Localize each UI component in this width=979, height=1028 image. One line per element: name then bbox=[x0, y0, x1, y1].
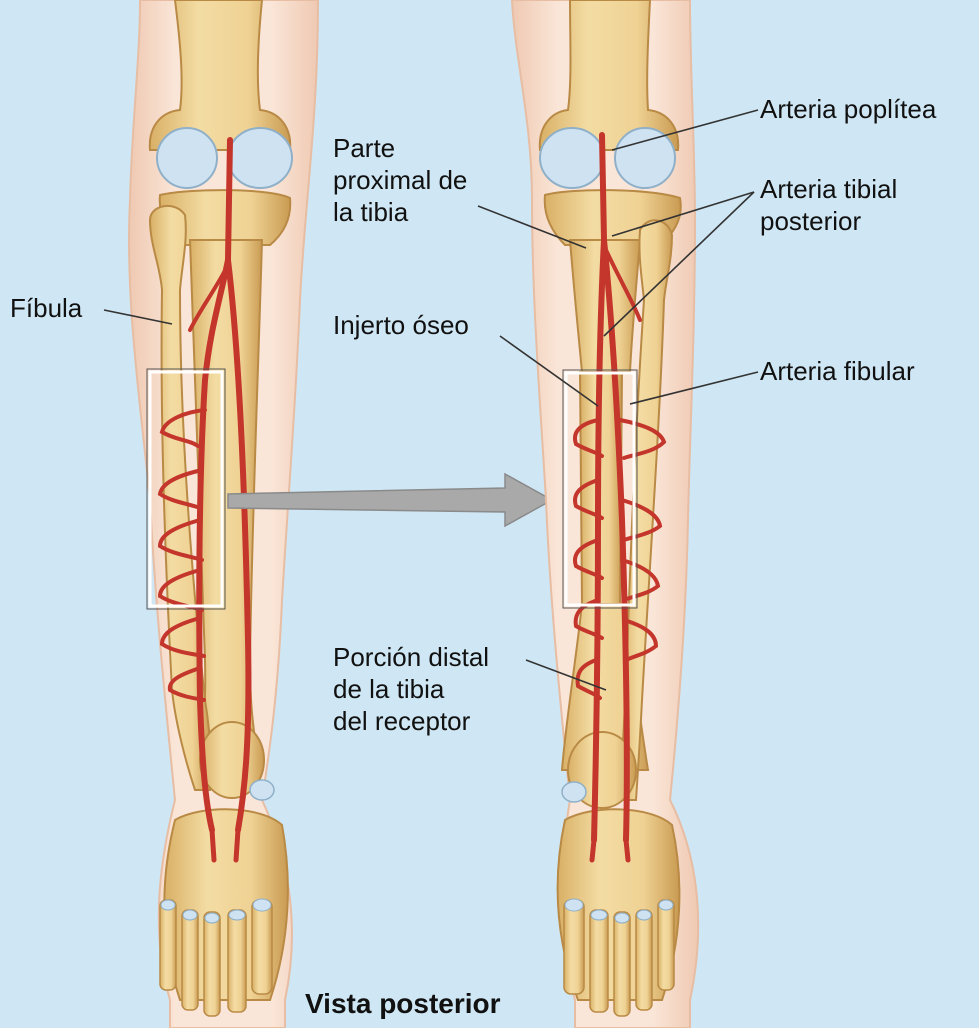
left-medial-cartilage bbox=[157, 128, 217, 188]
label-proximal-tibia-line-3: la tibia bbox=[333, 196, 467, 228]
label-distal-tibia: Porción distal de la tibia del receptor bbox=[333, 641, 489, 737]
caption-posterior-view: Vista posterior bbox=[305, 988, 501, 1020]
right-ankle-cartilage bbox=[562, 782, 586, 802]
label-distal-tibia-line-1: Porción distal bbox=[333, 641, 489, 673]
label-proximal-tibia: Parte proximal de la tibia bbox=[333, 132, 467, 228]
right-lateral-cartilage bbox=[615, 128, 675, 188]
label-fibular-artery: Arteria fibular bbox=[760, 355, 915, 387]
label-posterior-tibial-line-1: Arteria tibial bbox=[760, 173, 897, 205]
label-distal-tibia-line-2: de la tibia bbox=[333, 673, 489, 705]
right-leg bbox=[512, 0, 698, 1028]
label-distal-tibia-line-3: del receptor bbox=[333, 705, 489, 737]
label-proximal-tibia-line-2: proximal de bbox=[333, 164, 467, 196]
left-ankle-cartilage bbox=[250, 780, 274, 800]
label-proximal-tibia-line-1: Parte bbox=[333, 132, 467, 164]
label-posterior-tibial-line-2: posterior bbox=[760, 205, 897, 237]
left-lateral-cartilage bbox=[228, 128, 292, 188]
label-posterior-tibial-artery: Arteria tibial posterior bbox=[760, 173, 897, 237]
label-popliteal-artery: Arteria poplítea bbox=[760, 93, 936, 125]
label-fibula: Fíbula bbox=[10, 292, 82, 324]
left-leg bbox=[129, 0, 318, 1028]
right-medial-cartilage bbox=[540, 128, 604, 188]
label-bone-graft: Injerto óseo bbox=[333, 309, 469, 341]
